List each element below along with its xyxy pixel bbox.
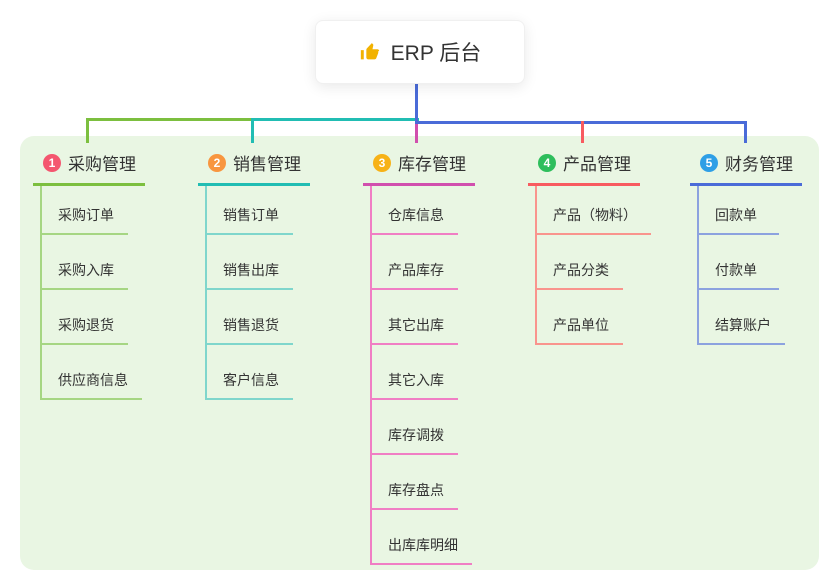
mindmap-node-item[interactable]: 仓库信息 xyxy=(372,186,458,235)
connector-left-teal xyxy=(251,118,419,121)
mindmap-node-item[interactable]: 采购入库 xyxy=(42,235,128,290)
branch-3: 3 库存管理 仓库信息产品库存其它出库其它入库库存调拨库存盘点出库库明细 xyxy=(363,150,475,565)
mindmap-node-item[interactable]: 客户信息 xyxy=(207,345,293,400)
root-node[interactable]: ERP 后台 xyxy=(315,20,525,84)
root-title: ERP 后台 xyxy=(390,42,482,65)
drop-branch-2 xyxy=(251,118,254,143)
mindmap-node-item[interactable]: 其它出库 xyxy=(372,290,458,345)
mindmap-node-item[interactable]: 付款单 xyxy=(699,235,779,290)
drop-branch-5 xyxy=(744,121,747,143)
branch-item-list: 销售订单销售出库销售退货客户信息 xyxy=(205,186,310,400)
branch-1: 1 采购管理 采购订单采购入库采购退货供应商信息 xyxy=(33,150,145,400)
drop-branch-1 xyxy=(86,118,89,143)
branch-number-badge: 4 xyxy=(538,153,556,172)
branch-title: 库存管理 xyxy=(398,155,466,174)
mindmap-node-item[interactable]: 结算账户 xyxy=(699,290,785,345)
branch-4: 4 产品管理 产品（物料）产品分类产品单位 xyxy=(528,150,651,345)
drop-branch-3 xyxy=(415,124,418,143)
mindmap-node-item[interactable]: 采购订单 xyxy=(42,186,128,235)
branch-item-list: 仓库信息产品库存其它出库其它入库库存调拨库存盘点出库库明细 xyxy=(370,186,475,565)
mindmap-node-item[interactable]: 回款单 xyxy=(699,186,779,235)
branch-header[interactable]: 5 财务管理 xyxy=(690,150,802,186)
branch-number-badge: 3 xyxy=(373,153,391,172)
branch-item-list: 采购订单采购入库采购退货供应商信息 xyxy=(40,186,145,400)
mindmap-node-item[interactable]: 产品单位 xyxy=(537,290,623,345)
branch-title: 财务管理 xyxy=(725,155,793,174)
mindmap-node-item[interactable]: 产品（物料） xyxy=(537,186,651,235)
branch-item-list: 回款单付款单结算账户 xyxy=(697,186,802,345)
branch-header[interactable]: 1 采购管理 xyxy=(33,150,145,186)
branch-2: 2 销售管理 销售订单销售出库销售退货客户信息 xyxy=(198,150,310,400)
mindmap-node-item[interactable]: 产品库存 xyxy=(372,235,458,290)
branch-title: 产品管理 xyxy=(563,155,631,174)
mindmap-node-item[interactable]: 采购退货 xyxy=(42,290,128,345)
mindmap-node-item[interactable]: 产品分类 xyxy=(537,235,623,290)
mindmap-node-item[interactable]: 出库库明细 xyxy=(372,510,472,565)
mindmap-node-item[interactable]: 销售订单 xyxy=(207,186,293,235)
drop-branch-4 xyxy=(581,121,584,143)
mindmap-node-item[interactable]: 库存盘点 xyxy=(372,455,458,510)
branch-title: 销售管理 xyxy=(233,155,301,174)
mindmap-node-item[interactable]: 库存调拨 xyxy=(372,400,458,455)
branch-header[interactable]: 2 销售管理 xyxy=(198,150,310,186)
branch-number-badge: 2 xyxy=(208,153,226,172)
root-stem xyxy=(415,82,418,124)
branch-title: 采购管理 xyxy=(68,155,136,174)
branch-header[interactable]: 4 产品管理 xyxy=(528,150,640,186)
branch-number-badge: 5 xyxy=(700,153,718,172)
thumbs-up-icon xyxy=(359,41,381,63)
mindmap-node-item[interactable]: 销售出库 xyxy=(207,235,293,290)
mindmap-node-item[interactable]: 销售退货 xyxy=(207,290,293,345)
branch-5: 5 财务管理 回款单付款单结算账户 xyxy=(690,150,802,345)
branches-background-panel xyxy=(20,136,819,570)
mindmap-node-item[interactable]: 其它入库 xyxy=(372,345,458,400)
branch-header[interactable]: 3 库存管理 xyxy=(363,150,475,186)
mindmap-node-item[interactable]: 供应商信息 xyxy=(42,345,142,400)
branch-item-list: 产品（物料）产品分类产品单位 xyxy=(535,186,651,345)
branch-number-badge: 1 xyxy=(43,153,61,172)
